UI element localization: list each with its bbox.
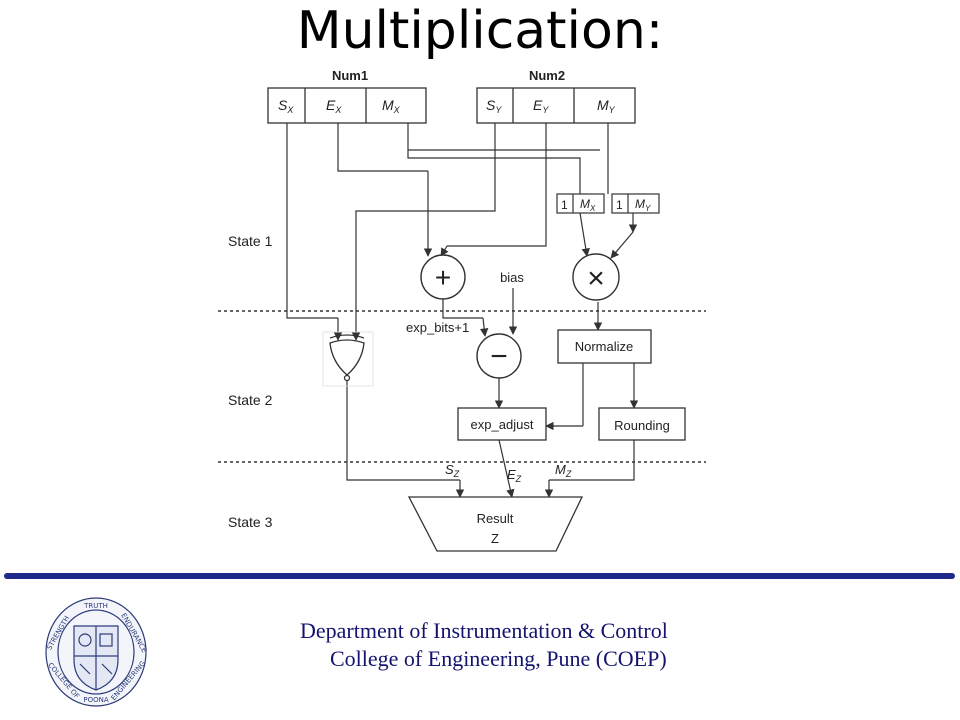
my-box-label: M — [635, 197, 645, 211]
state-label-2: State 2 — [228, 392, 273, 408]
mx-hidden-one: 1 — [561, 198, 568, 212]
exponent-adder — [420, 254, 466, 300]
num2-sign-field: S — [486, 97, 496, 113]
exp-bits-label: exp_bits+1 — [406, 320, 469, 335]
state-label-1: State 1 — [228, 233, 273, 249]
my-hidden-one: 1 — [616, 198, 623, 212]
rounding-block — [598, 407, 686, 441]
svg-text:SZ: SZ — [445, 462, 460, 479]
college-name: College of Engineering, Pune (COEP) — [330, 646, 667, 671]
num2-exponent-field: E — [533, 97, 543, 113]
mx-box-label: M — [580, 197, 590, 211]
state-label-3: State 3 — [228, 514, 273, 530]
num1-label: Num1 — [332, 68, 368, 83]
mantissa-multiplier — [572, 253, 620, 301]
multiplier-symbol: × — [587, 262, 605, 295]
svg-text:MY: MY — [635, 197, 651, 213]
normalize-block — [557, 329, 652, 364]
result-register — [407, 496, 584, 552]
footer-institution: Department of Instrumentation & Control … — [300, 617, 860, 673]
num2-register — [476, 87, 636, 124]
my-with-hidden-bit-box — [611, 193, 660, 214]
result-sub-label: Z — [491, 531, 499, 546]
num2-mantissa-field: M — [597, 97, 609, 113]
svg-text:SX: SX — [278, 97, 294, 115]
svg-text:EY: EY — [533, 97, 549, 115]
logo-motto-top: TRUTH — [83, 602, 108, 610]
exp-adjust-block — [457, 407, 547, 441]
subtractor-symbol: − — [490, 340, 508, 373]
bias-label: bias — [500, 270, 524, 285]
adder-symbol: + — [435, 262, 451, 293]
svg-text:SY: SY — [486, 97, 502, 115]
department-name: Department of Instrumentation & Control — [300, 618, 668, 643]
ez-label: E — [507, 467, 516, 482]
svg-text:EX: EX — [326, 97, 342, 115]
result-label: Result — [477, 511, 514, 526]
svg-text:MX: MX — [382, 97, 401, 115]
num1-sign-field: S — [278, 97, 288, 113]
footer-divider — [4, 573, 955, 579]
logo-bottom: POONA — [83, 696, 108, 704]
svg-text:MX: MX — [580, 197, 596, 213]
exp-adjust-label: exp_adjust — [471, 417, 534, 432]
sz-label: S — [445, 462, 454, 477]
svg-text:EZ: EZ — [507, 467, 522, 484]
svg-text:MY: MY — [597, 97, 616, 115]
mz-label: M — [555, 462, 566, 477]
slide-title: Multiplication: — [296, 1, 664, 61]
rounding-label: Rounding — [614, 418, 670, 433]
svg-text:MZ: MZ — [555, 462, 572, 479]
sign-xor-gate — [322, 331, 374, 387]
bias-subtractor — [476, 333, 522, 379]
num2-label: Num2 — [529, 68, 565, 83]
coep-crest-logo: TRUTH STRENGTH ENDURANCE COLLEGE OF ENGI… — [45, 597, 148, 707]
num1-mantissa-field: M — [382, 97, 394, 113]
normalize-label: Normalize — [575, 339, 634, 354]
fp-multiplier-diagram: Num1 Num2 SX EX MX SY EY MY — [218, 68, 706, 552]
num1-register — [267, 87, 427, 124]
num1-exponent-field: E — [326, 97, 336, 113]
